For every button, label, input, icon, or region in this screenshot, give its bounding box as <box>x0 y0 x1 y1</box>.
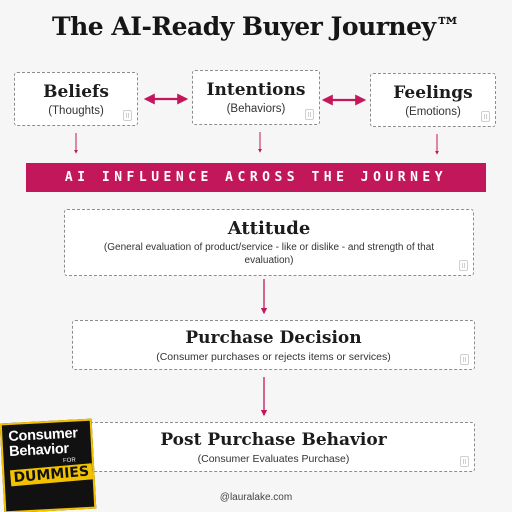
intentions-heading: Intentions <box>206 80 306 100</box>
post-purchase-subtitle: (Consumer Evaluates Purchase) <box>197 453 350 465</box>
attitude-heading: Attitude <box>227 218 311 239</box>
feelings-heading: Feelings <box>393 83 473 103</box>
feelings-box: Feelings (Emotions) <box>370 73 496 127</box>
beliefs-subtitle: (Thoughts) <box>48 105 104 117</box>
attitude-box: Attitude (General evaluation of product/… <box>64 209 474 276</box>
beliefs-box: Beliefs (Thoughts) <box>14 72 138 126</box>
purchase-decision-heading: Purchase Decision <box>185 328 362 348</box>
footer-credit: @lauralake.com <box>219 492 293 503</box>
ai-influence-banner: AI INFLUENCE ACROSS THE JOURNEY <box>26 163 486 192</box>
post-purchase-heading: Post Purchase Behavior <box>160 430 387 450</box>
intentions-subtitle: (Behaviors) <box>226 103 286 115</box>
box-marker-icon <box>481 111 490 122</box>
purchase-decision-subtitle: (Consumer purchases or rejects items or … <box>156 351 391 363</box>
post-purchase-box: Post Purchase Behavior (Consumer Evaluat… <box>72 422 475 472</box>
box-marker-icon <box>305 109 314 120</box>
box-marker-icon <box>460 456 469 467</box>
beliefs-heading: Beliefs <box>43 82 109 102</box>
feelings-subtitle: (Emotions) <box>405 106 461 118</box>
book-dummies-label: DUMMIES <box>9 463 93 487</box>
box-marker-icon <box>459 260 468 271</box>
page-title: The AI-Ready Buyer Journey™ <box>51 12 461 41</box>
box-marker-icon <box>123 110 132 121</box>
intentions-box: Intentions (Behaviors) <box>192 70 320 125</box>
purchase-decision-box: Purchase Decision (Consumer purchases or… <box>72 320 475 370</box>
box-marker-icon <box>460 354 469 365</box>
attitude-subtitle: (General evaluation of product/service -… <box>103 242 435 266</box>
